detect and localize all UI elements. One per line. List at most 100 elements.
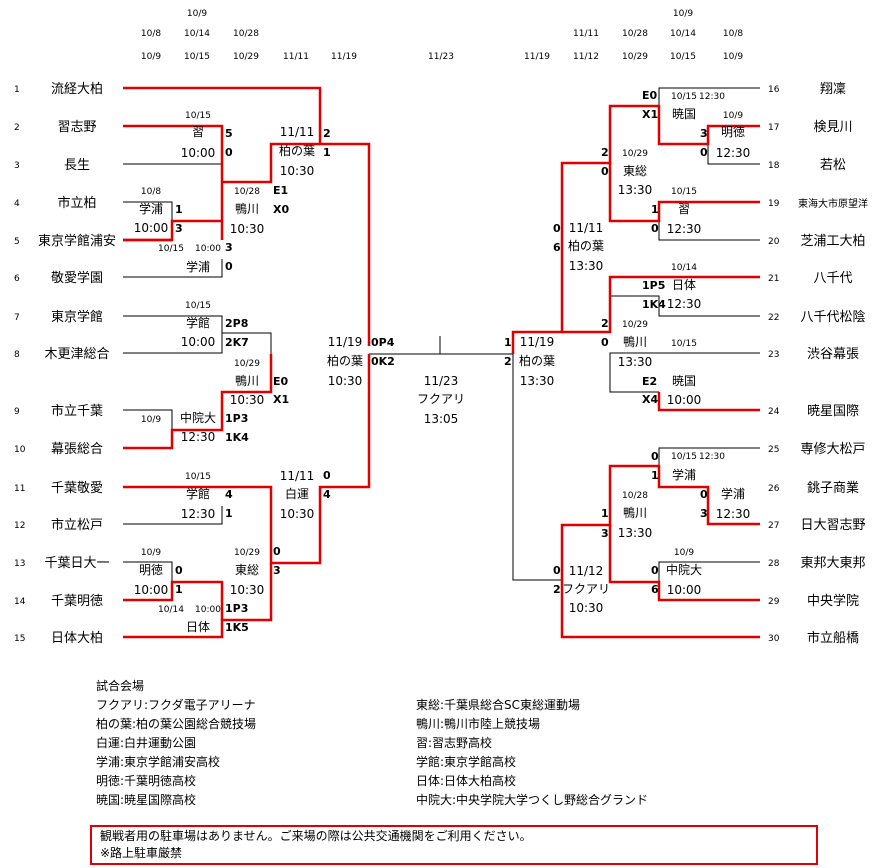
match-score: 0 [225, 146, 233, 159]
round-date: 10/15 [670, 52, 696, 62]
match-info-text: 中院大 [180, 410, 216, 425]
team-seed-number: 17 [768, 123, 779, 133]
bracket-line [658, 561, 760, 582]
match-score: 3 [225, 241, 233, 254]
match-info-text: 10:00 [181, 146, 216, 160]
match-info-text: 東総 [235, 563, 259, 577]
team-seed-number: 8 [14, 350, 20, 360]
match-info-text: 11/23 [424, 374, 459, 388]
match-info-text: 12:30 [181, 430, 216, 444]
team-seed-number: 22 [768, 313, 779, 323]
match-score: 1K4 [642, 298, 666, 311]
bracket-line [123, 201, 173, 221]
match-info-text: 習 [678, 202, 690, 216]
match-score: 0 [651, 222, 659, 235]
team-name: 東海大市原望洋 [798, 197, 868, 210]
bracket-line [707, 144, 760, 165]
match-info-text: 10/28 [622, 491, 648, 501]
team-name: 暁星国際 [807, 404, 859, 419]
match-info-text: 10:30 [230, 583, 265, 597]
match-info-text: 習 [192, 125, 204, 139]
venue-legend-right: 東総:千葉県総合SC東総運動場 鴨川:鴨川市陸上競技場 習:習志野高校 学館:東… [416, 696, 648, 810]
match-info-text: 10/15 [158, 244, 184, 254]
match-info-text: 10:00 [181, 335, 216, 349]
match-info-text: 12:30 [699, 92, 725, 102]
match-info-text: 13:30 [618, 355, 653, 369]
match-info-text: 12:30 [181, 507, 216, 521]
match-info-text: 東総 [623, 164, 647, 178]
venue-item: 明徳:千葉明徳高校 [96, 774, 197, 788]
match-info-text: 10/9 [723, 111, 743, 121]
match-score: 2P8 [225, 317, 248, 330]
match-info-text: 10/8 [141, 187, 161, 197]
team-seed-number: 15 [14, 634, 25, 644]
round-date: 10/9 [187, 9, 207, 19]
round-date: 10/29 [233, 52, 259, 62]
match-info-text: 鴨川 [235, 202, 259, 216]
team-name: 敬愛学園 [51, 270, 103, 286]
team-seed-number: 10 [14, 445, 26, 455]
match-score: 3 [273, 564, 281, 577]
match-info-text: 10:00 [134, 221, 169, 235]
match-score: 2 [601, 146, 609, 159]
team-seed-number: 18 [768, 161, 780, 171]
match-score: 2 [553, 583, 561, 596]
team-name: 幕張総合 [51, 442, 103, 457]
match-info-text: 11/19 [520, 335, 555, 349]
team-name: 市立柏 [57, 195, 96, 211]
team-name: 千葉敬愛 [51, 480, 103, 496]
bracket-line [609, 352, 760, 393]
match-score: E1 [273, 184, 288, 197]
match-info-text: 10:30 [280, 164, 315, 178]
team-name: 市立千葉 [51, 403, 103, 419]
match-score: 1 [504, 336, 512, 349]
match-info-text: 10:30 [230, 393, 265, 407]
team-name: 市立船橋 [807, 630, 859, 646]
team-seed-number: 7 [14, 313, 20, 323]
match-info-text: 10/9 [141, 415, 161, 425]
match-info-text: 鴨川 [623, 506, 647, 520]
match-info-text: 13:30 [569, 259, 604, 273]
team-name: 若松 [820, 157, 846, 173]
team-name: 検見川 [813, 120, 852, 135]
match-info-text: 柏の葉 [568, 238, 604, 253]
team-seed-number: 4 [14, 199, 20, 209]
team-name: 日体大柏 [51, 631, 103, 646]
match-score: 0 [175, 564, 183, 577]
match-info-text: 日体 [186, 620, 210, 634]
winner-line [562, 275, 760, 334]
team-seed-number: 29 [768, 597, 780, 607]
match-score: 2 [504, 355, 512, 368]
match-info-text: 10:30 [230, 222, 265, 236]
match-info-text: 12:30 [667, 222, 702, 236]
match-info-text: 日体 [672, 278, 696, 292]
bracket-lines-black [123, 87, 760, 582]
bracket-line [658, 221, 760, 241]
team-seed-number: 30 [768, 634, 780, 644]
team-seed-number: 13 [14, 559, 25, 569]
venue-item: 白運:白井運動公園 [96, 736, 197, 750]
match-score: 0 [651, 450, 659, 463]
round-date: 11/19 [524, 52, 550, 62]
match-info-text: 13:05 [424, 412, 459, 426]
team-name: 東京学館浦安 [38, 233, 116, 249]
round-date: 11/23 [428, 52, 454, 62]
team-name: 専修大松戸 [800, 442, 865, 457]
team-seed-number: 23 [768, 350, 779, 360]
match-info-text: 13:30 [618, 526, 653, 540]
venue-item: 日体:日体大柏高校 [416, 774, 517, 788]
match-info-text: 10/15 [671, 92, 697, 102]
match-info-text: 10:30 [569, 601, 604, 615]
bracket-line [123, 561, 173, 582]
team-seed-number: 12 [14, 521, 25, 531]
venue-item: フクアリ:フクダ電子アリーナ [96, 698, 256, 712]
match-info-text: 10/15 [671, 452, 697, 462]
match-score: 3 [700, 127, 708, 140]
team-seed-number: 2 [14, 123, 20, 133]
match-score: 3 [601, 527, 609, 540]
match-score: 0K2 [371, 355, 395, 368]
match-score: 0 [225, 260, 233, 273]
match-score: 6 [553, 241, 561, 254]
